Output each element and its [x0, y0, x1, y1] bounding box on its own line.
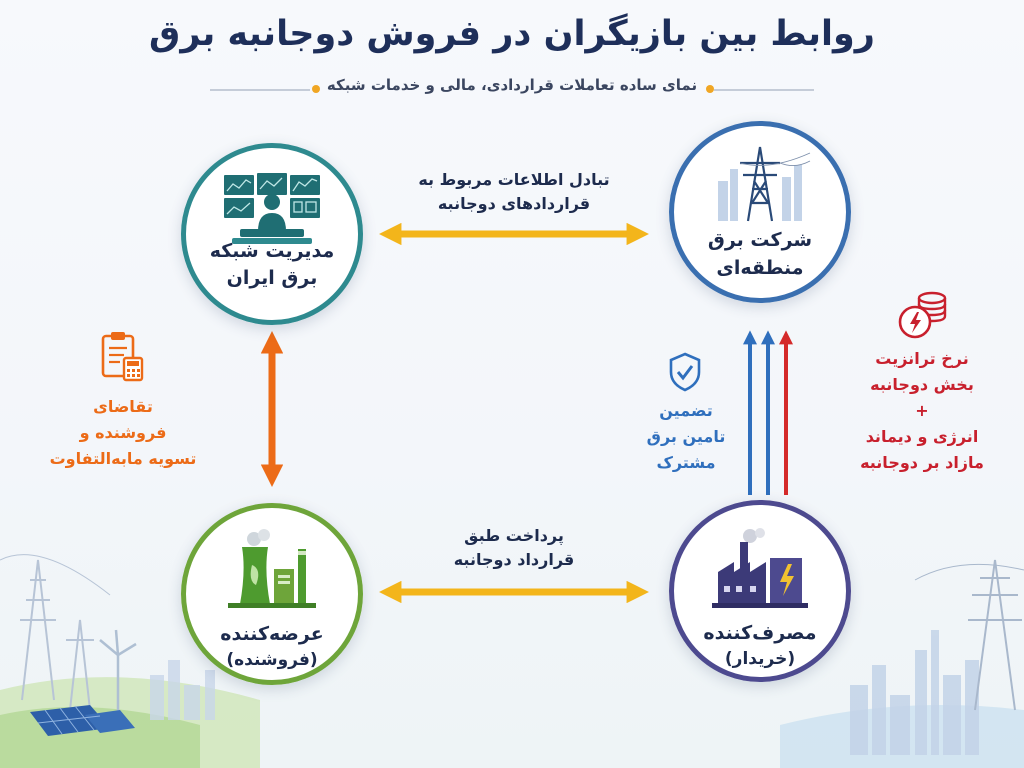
edge-transit-line-2: بخش دوجانبه	[870, 375, 974, 394]
edge-info-exchange-label: تبادل اطلاعات مربوط به قراردادهای دوجانب…	[404, 168, 624, 216]
node-consumer: مصرف‌کننده (خریدار)	[669, 500, 851, 682]
node-regional-company-ring	[669, 121, 851, 303]
background-landscape	[0, 554, 1024, 768]
edge-demand-line-2: فروشنده و	[79, 423, 167, 442]
power-plant-icon	[228, 529, 316, 608]
edge-demand-line-1: تقاضای	[93, 397, 153, 416]
shield-check-icon	[669, 352, 701, 392]
edge-transit-line-1: نرخ ترانزیت	[875, 349, 969, 368]
node-supplier-label-2: (فروشنده)	[226, 650, 318, 670]
subtitle-divider-right	[714, 89, 814, 91]
subtitle-row: نمای ساده تعاملات قراردادی، مالی و خدمات…	[210, 76, 814, 104]
edge-payment-line-2: قرارداد دوجانبه	[453, 550, 575, 569]
node-grid-operator-ring	[181, 143, 363, 325]
coins-bolt-icon	[898, 291, 947, 339]
node-grid-operator: مدیریت شبکه برق ایران	[181, 143, 363, 325]
node-regional-company: شرکت برق منطقه‌ای	[669, 121, 851, 303]
node-consumer-ring	[669, 500, 851, 682]
edge-guarantee-label: تضمین تامین برق مشترک	[630, 398, 742, 476]
node-consumer-label-1: مصرف‌کننده	[703, 622, 817, 644]
node-supplier-label-1: عرضه‌کننده	[220, 623, 324, 645]
node-grid-operator-label-2: برق ایران	[226, 267, 318, 289]
subtitle-bullet-left	[312, 85, 320, 93]
page-title: روابط بین بازیگران در فروش دوجانبه برق	[149, 14, 875, 54]
node-supplier: عرضه‌کننده (فروشنده)	[181, 503, 363, 685]
factory-icon	[712, 528, 808, 608]
edge-info-exchange-line-2: قراردادهای دوجانبه	[437, 194, 591, 213]
node-consumer-label-2: (خریدار)	[724, 649, 796, 669]
subtitle-bullet-right	[706, 85, 714, 93]
edge-transit-label: نرخ ترانزیت بخش دوجانبه + انرژی و دیماند…	[826, 346, 1018, 476]
node-grid-operator-label-1: مدیریت شبکه	[209, 240, 335, 262]
subtitle-divider-left	[210, 89, 310, 91]
edge-demand-label: تقاضای فروشنده و تسویه مابه‌التفاوت	[30, 394, 216, 472]
edge-demand-line-3: تسویه مابه‌التفاوت	[49, 449, 197, 468]
subtitle: نمای ساده تعاملات قراردادی، مالی و خدمات…	[326, 76, 698, 94]
edge-info-exchange-line-1: تبادل اطلاعات مربوط به	[418, 170, 610, 189]
control-room-icon	[224, 173, 320, 244]
edge-transit-line-3: انرژی و دیماند	[865, 427, 979, 446]
edge-transit-plus: +	[915, 401, 929, 420]
node-supplier-ring	[181, 503, 363, 685]
edge-guarantee-line-3: مشترک	[656, 453, 716, 472]
edge-guarantee-line-1: تضمین	[659, 401, 713, 420]
node-regional-company-label-1: شرکت برق	[707, 229, 813, 251]
edge-payment-label: پرداخت طبق قرارداد دوجانبه	[424, 524, 604, 572]
clipboard-calculator-icon	[101, 332, 144, 382]
edge-guarantee-line-2: تامین برق	[646, 427, 726, 446]
node-regional-company-label-2: منطقه‌ای	[716, 257, 804, 279]
edge-transit-line-4: مازاد بر دوجانبه	[860, 453, 984, 472]
transmission-tower-icon	[718, 146, 811, 222]
edge-payment-line-1: پرداخت طبق	[464, 526, 564, 545]
